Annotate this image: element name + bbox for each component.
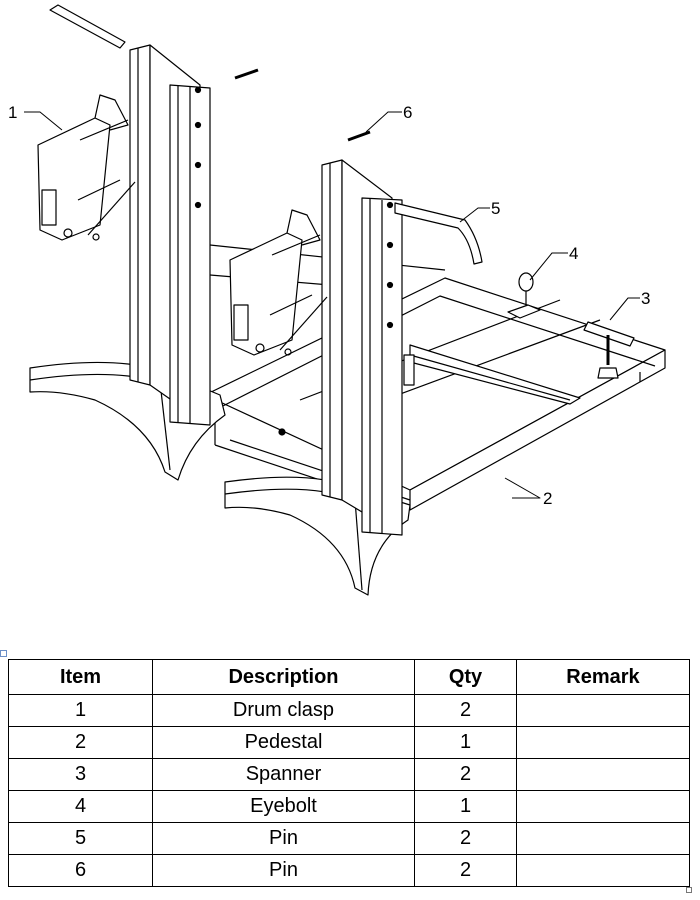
left-column	[129, 44, 211, 426]
cell-description: Pedestal	[152, 726, 415, 759]
cell-remark	[516, 790, 690, 823]
cell-remark	[516, 854, 690, 887]
cell-item: 2	[8, 726, 153, 759]
header-description: Description	[152, 659, 415, 695]
cell-description: Eyebolt	[152, 790, 415, 823]
cell-item: 3	[8, 758, 153, 791]
table-row: 4 Eyebolt 1	[8, 790, 690, 823]
table-row: 1 Drum clasp 2	[8, 694, 690, 727]
end-mark-icon	[686, 887, 692, 893]
header-qty: Qty	[414, 659, 517, 695]
cell-qty: 2	[414, 758, 517, 791]
eyebolt	[507, 272, 541, 319]
table-header-row: Item Description Qty Remark	[8, 659, 690, 695]
cell-item: 6	[8, 854, 153, 887]
cell-description: Pin	[152, 854, 415, 887]
callout-6: 6	[403, 103, 412, 122]
spanner	[583, 321, 635, 379]
cell-qty: 2	[414, 822, 517, 855]
table-row: 5 Pin 2	[8, 822, 690, 855]
cell-qty: 2	[414, 694, 517, 727]
cell-description: Pin	[152, 822, 415, 855]
callout-1: 1	[8, 103, 17, 122]
table-row: 2 Pedestal 1	[8, 726, 690, 759]
cell-item: 5	[8, 822, 153, 855]
cell-qty: 2	[414, 854, 517, 887]
right-column	[321, 159, 403, 536]
cell-item: 1	[8, 694, 153, 727]
table-anchor-icon	[0, 650, 7, 657]
cell-description: Drum clasp	[152, 694, 415, 727]
cell-remark	[516, 694, 690, 727]
table-row: 6 Pin 2	[8, 854, 690, 887]
cell-remark	[516, 758, 690, 791]
table-row: 3 Spanner 2	[8, 758, 690, 791]
header-remark: Remark	[516, 659, 690, 695]
parts-list-table: Item Description Qty Remark 1 Drum clasp…	[8, 659, 690, 887]
leader-lines	[24, 111, 640, 499]
drum-clasp-right	[229, 209, 328, 356]
callout-3: 3	[641, 289, 650, 308]
cell-qty: 1	[414, 790, 517, 823]
callout-2: 2	[543, 489, 552, 508]
cell-remark	[516, 822, 690, 855]
pin-long	[49, 4, 483, 265]
exploded-assembly-drawing: 1 2 3 4 5 6	[8, 4, 666, 596]
cell-remark	[516, 726, 690, 759]
pin-short	[234, 68, 371, 142]
cell-description: Spanner	[152, 758, 415, 791]
cell-item: 4	[8, 790, 153, 823]
callout-5: 5	[491, 199, 500, 218]
callout-4: 4	[569, 244, 578, 263]
drum-clasp-left	[37, 94, 136, 241]
header-item: Item	[8, 659, 153, 695]
cell-qty: 1	[414, 726, 517, 759]
